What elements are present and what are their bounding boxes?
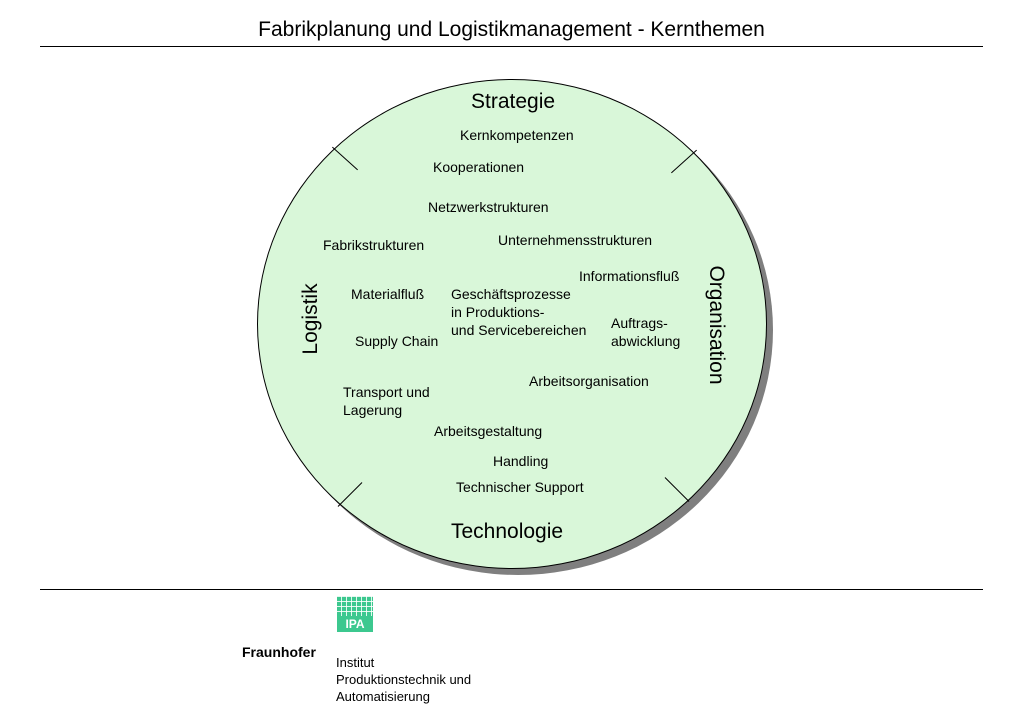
- topic-auftragsabwicklung: Auftrags- abwicklung: [611, 314, 680, 350]
- topic-fabrikstrukturen: Fabrikstrukturen: [323, 237, 425, 253]
- topic-technischer-support: Technischer Support: [456, 479, 584, 495]
- topic-transport-lagerung: Transport und Lagerung: [343, 383, 430, 419]
- topic-line: in Produktions-: [451, 304, 545, 320]
- bottom-divider-line: [40, 589, 983, 590]
- topic-line: Transport und: [343, 384, 430, 400]
- topic-netzwerkstrukturen: Netzwerkstrukturen: [428, 199, 549, 215]
- topic-geschaeftsprozesse: Geschäftsprozesse in Produktions- und Se…: [451, 285, 586, 339]
- top-divider-line: [40, 46, 983, 47]
- topic-arbeitsorganisation: Arbeitsorganisation: [529, 373, 649, 389]
- topic-handling: Handling: [493, 453, 549, 469]
- topic-arbeitsgestaltung: Arbeitsgestaltung: [434, 423, 543, 439]
- topic-kooperationen: Kooperationen: [433, 159, 525, 175]
- sector-label-organisation: Organisation: [705, 265, 728, 385]
- topic-line: Geschäftsprozesse: [451, 286, 571, 302]
- sector-label-strategie: Strategie: [471, 90, 556, 113]
- institute-line: Produktionstechnik und: [336, 672, 472, 687]
- logo-text: IPA: [345, 617, 365, 631]
- topic-unternehmensstrukturen: Unternehmensstrukturen: [498, 232, 653, 248]
- topic-kernkompetenzen: Kernkompetenzen: [460, 127, 574, 143]
- topic-materialfluss: Materialfluß: [351, 286, 425, 302]
- fraunhofer-ipa-logo: IPA: [337, 596, 373, 632]
- institute-name: Institut Produktionstechnik und Automati…: [336, 654, 471, 705]
- institute-line: Institut: [336, 655, 375, 670]
- topic-line: und Servicebereichen: [451, 322, 587, 338]
- logo-grid-icon: [337, 596, 373, 616]
- organization-name: Fraunhofer: [242, 644, 316, 660]
- sector-label-technologie: Technologie: [451, 520, 564, 543]
- page-title: Fabrikplanung und Logistikmanagement - K…: [258, 18, 765, 41]
- topic-line: Lagerung: [343, 402, 403, 418]
- topic-supply-chain: Supply Chain: [355, 333, 439, 349]
- topic-line: Auftrags-: [611, 315, 668, 331]
- institute-line: Automatisierung: [336, 689, 430, 704]
- sector-label-logistik: Logistik: [299, 283, 322, 355]
- topic-circle: [257, 79, 767, 569]
- topic-informationsfluss: Informationsfluß: [579, 268, 680, 284]
- topic-line: abwicklung: [611, 333, 681, 349]
